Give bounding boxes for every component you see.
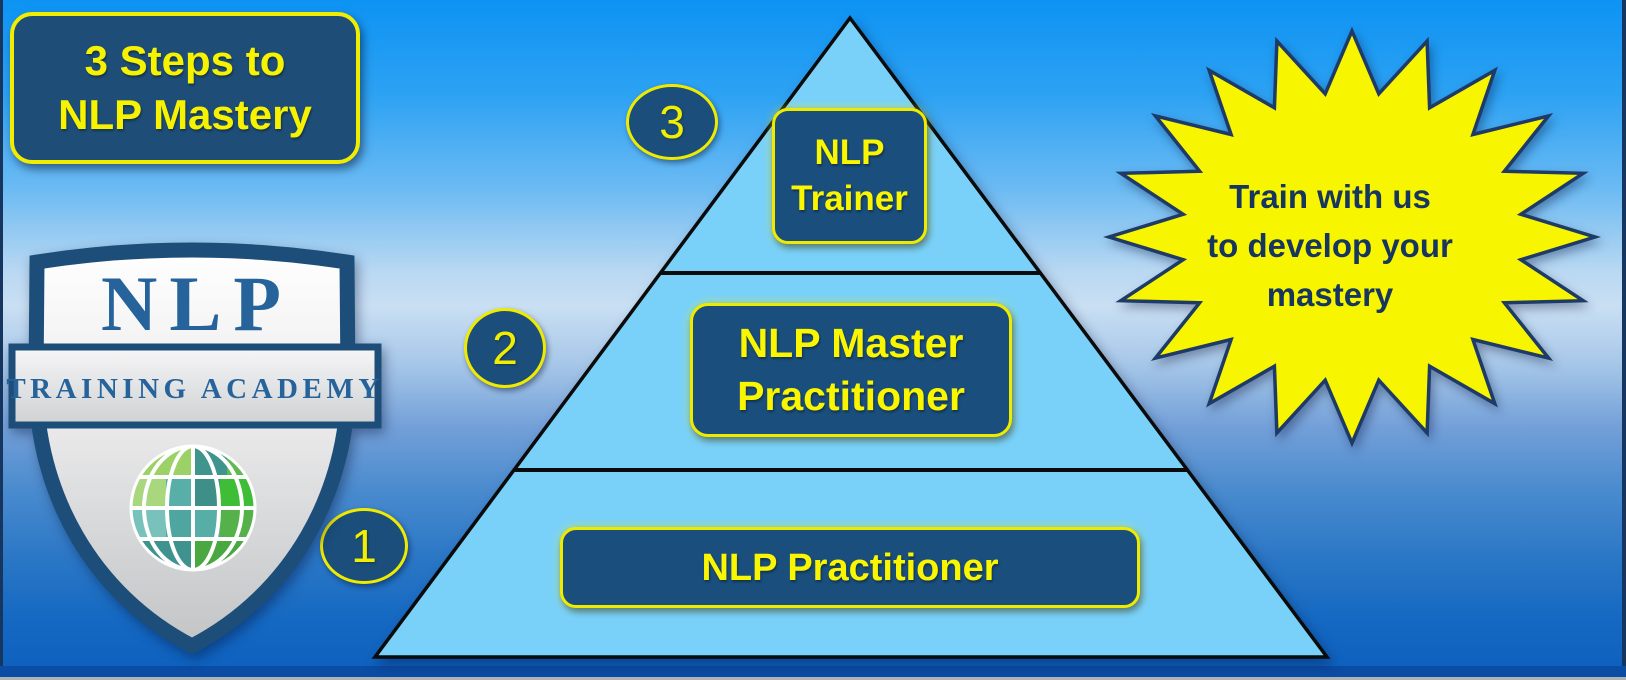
level-box-nlp-trainer: NLP Trainer bbox=[772, 108, 927, 244]
right-edge-border bbox=[1622, 0, 1626, 680]
title-line-1: 3 Steps to bbox=[84, 37, 286, 84]
master-line-1: NLP Master bbox=[738, 320, 964, 366]
title-box: 3 Steps to NLP Mastery bbox=[10, 12, 360, 164]
nlp-training-academy-logo: NLP TRAINING ACADEMY bbox=[6, 242, 383, 655]
starburst-shape bbox=[1103, 26, 1601, 448]
step-circle-2: 2 bbox=[464, 308, 546, 388]
step-number-2: 2 bbox=[492, 322, 518, 374]
starburst-line-3: mastery bbox=[1266, 276, 1394, 313]
trainer-line-2: Trainer bbox=[791, 179, 908, 218]
level-box-nlp-master-practitioner: NLP Master Practitioner bbox=[690, 303, 1012, 437]
level-box-nlp-practitioner: NLP Practitioner bbox=[560, 527, 1140, 608]
bottom-gray-line bbox=[0, 677, 1626, 680]
left-edge-border bbox=[0, 0, 3, 680]
step-circle-3: 3 bbox=[626, 84, 718, 160]
master-line-2: Practitioner bbox=[737, 373, 965, 419]
starburst-line-1: Train with us bbox=[1229, 178, 1431, 215]
trainer-line-1: NLP bbox=[814, 133, 885, 172]
title-line-2: NLP Mastery bbox=[58, 91, 312, 138]
globe-icon bbox=[129, 444, 257, 572]
starburst-badge bbox=[1103, 26, 1601, 448]
step-number-1: 1 bbox=[351, 520, 377, 572]
logo-banner-text: TRAINING ACADEMY bbox=[6, 373, 383, 405]
logo-banner: TRAINING ACADEMY bbox=[6, 343, 383, 429]
starburst-text: Train with us to develop your mastery bbox=[1120, 172, 1540, 319]
starburst-line-2: to develop your bbox=[1207, 227, 1453, 264]
step-circle-1: 1 bbox=[320, 508, 408, 584]
practitioner-line-1: NLP Practitioner bbox=[701, 546, 999, 589]
bottom-navy-strip bbox=[0, 666, 1626, 677]
logo-shield-text: NLP bbox=[101, 260, 293, 347]
step-number-3: 3 bbox=[659, 96, 685, 148]
